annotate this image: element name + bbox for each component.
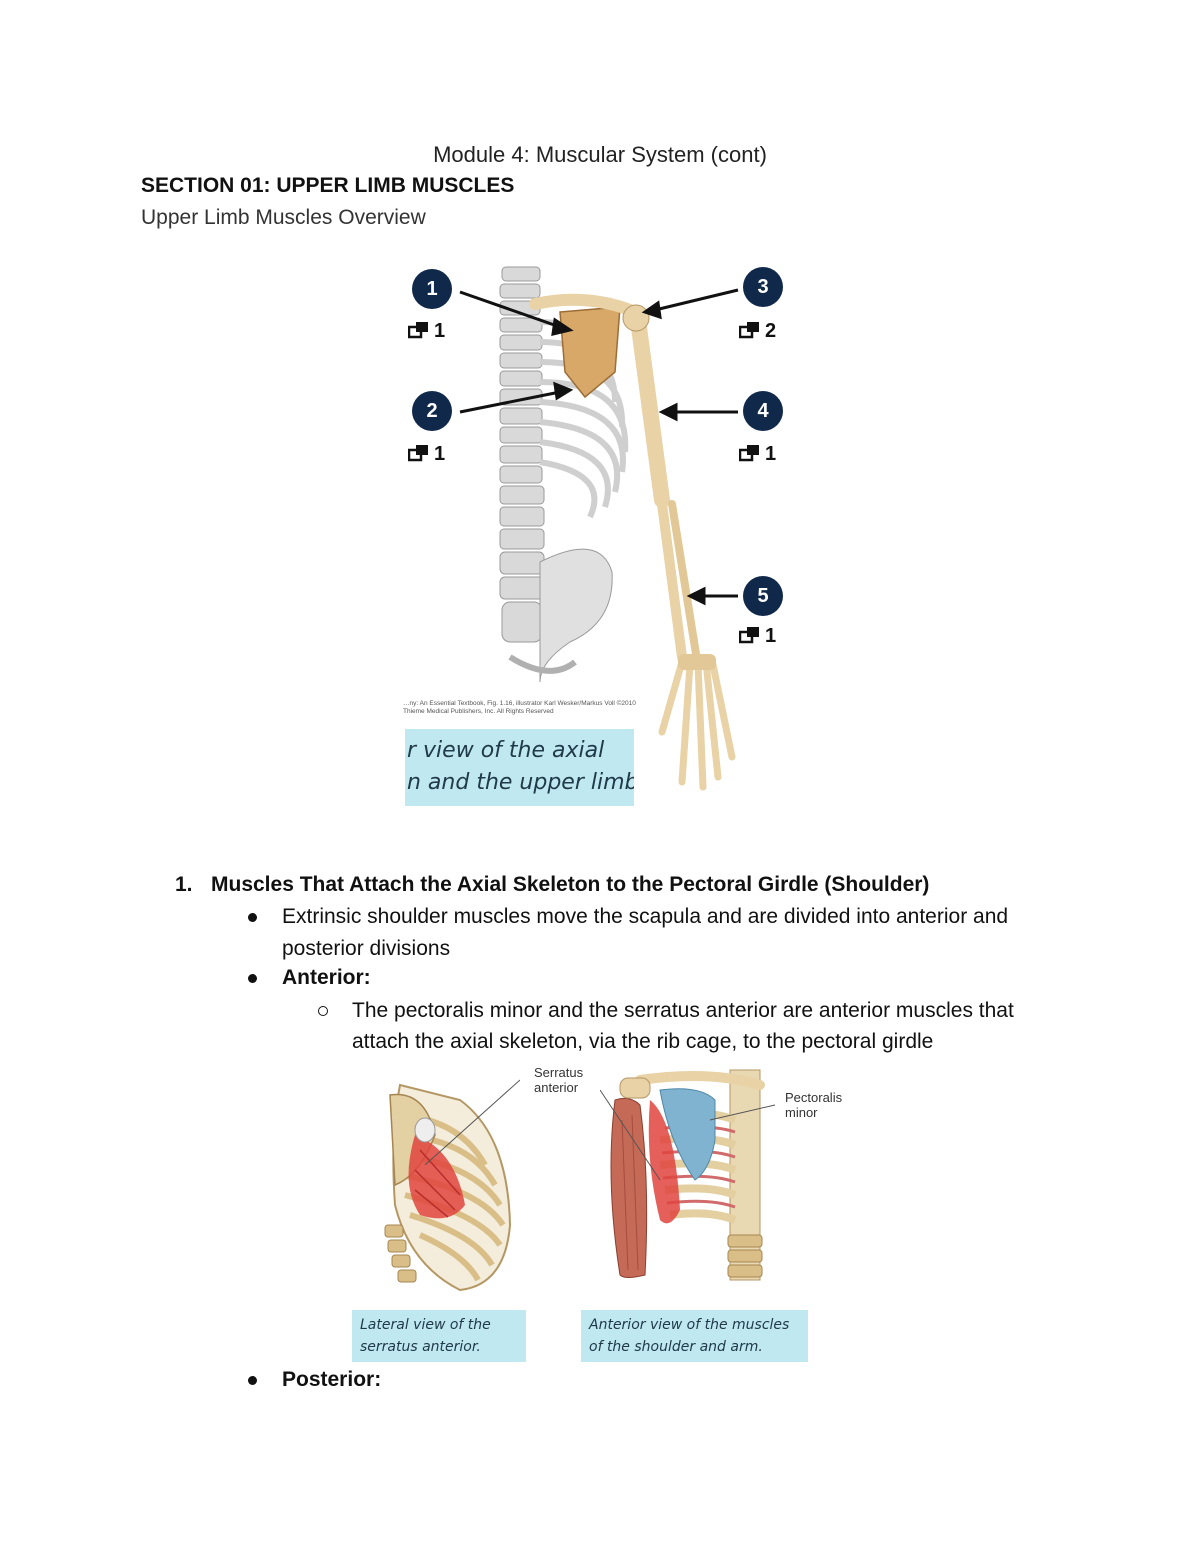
bullet-icon <box>248 974 257 983</box>
bullet-item: Posterior: <box>248 1364 1098 1396</box>
bullet-icon <box>248 1376 257 1385</box>
label-pectoralis-minor: Pectoralis minor <box>785 1090 842 1120</box>
marker-5[interactable]: 5 <box>743 576 783 616</box>
copy-icon <box>408 445 428 462</box>
reference-count: 1 <box>434 320 446 342</box>
label-line: minor <box>785 1105 818 1120</box>
caption-line: of the shoulder and arm. <box>589 1339 763 1355</box>
marker-3[interactable]: 3 <box>743 267 783 307</box>
anterior-shoulder-illustration <box>600 1069 776 1281</box>
marker-2[interactable]: 2 <box>412 391 452 431</box>
section-subtitle: Upper Limb Muscles Overview <box>141 206 426 229</box>
label-line: anterior <box>534 1080 579 1095</box>
figure-caption: r view of the axial n and the upper limb… <box>405 729 634 806</box>
bullet-text: Anterior: <box>282 966 371 989</box>
list-number: 1. <box>175 873 193 896</box>
label-serratus-anterior: Serratus anterior <box>534 1065 583 1095</box>
section-heading: SECTION 01: UPPER LIMB MUSCLES <box>141 174 515 197</box>
bullet-text: Extrinsic shoulder muscles move the scap… <box>282 905 1009 960</box>
list-heading: 1. Muscles That Attach the Axial Skeleton… <box>175 873 929 897</box>
marker-1[interactable]: 1 <box>412 269 452 309</box>
caption-line: serratus anterior. <box>360 1339 481 1355</box>
sub-bullet-icon <box>318 1006 328 1016</box>
caption-line: Lateral view of the <box>360 1317 491 1333</box>
sub-bullet-item: The pectoralis minor and the serratus an… <box>318 995 1098 1057</box>
reference-count: 2 <box>765 320 777 342</box>
figure-caption-lateral: Lateral view of the serratus anterior. <box>352 1310 526 1362</box>
copy-icon <box>739 627 759 644</box>
reference-count: 1 <box>765 625 777 647</box>
figure-credit: …ny: An Essential Textbook, Fig. 1.16, i… <box>403 700 636 715</box>
bullet-item: Anterior: <box>248 962 1098 994</box>
lateral-ribcage-illustration <box>384 1079 520 1292</box>
label-line: Serratus <box>534 1065 584 1080</box>
copy-icon <box>739 322 759 339</box>
skeleton-illustration <box>459 266 739 791</box>
bullet-item: Extrinsic shoulder muscles move the scap… <box>248 901 1098 965</box>
reference-link-2[interactable]: 1 <box>408 443 445 466</box>
reference-link-1[interactable]: 1 <box>408 320 445 343</box>
list-heading-text: Muscles That Attach the Axial Skeleton t… <box>211 873 930 896</box>
caption-line: n and the upper limb. <box>407 770 634 795</box>
figure-caption-anterior: Anterior view of the muscles of the shou… <box>581 1310 808 1362</box>
copy-icon <box>739 445 759 462</box>
sub-bullet-text: The pectoralis minor and the serratus an… <box>352 999 1014 1053</box>
label-line: Pectoralis <box>785 1090 843 1105</box>
reference-link-4[interactable]: 1 <box>739 443 776 466</box>
caption-line: r view of the axial <box>407 738 605 763</box>
marker-4[interactable]: 4 <box>743 391 783 431</box>
reference-link-3[interactable]: 2 <box>739 320 776 343</box>
reference-count: 1 <box>434 443 446 465</box>
caption-line: Anterior view of the muscles <box>589 1317 790 1333</box>
bullet-text: Posterior: <box>282 1368 382 1391</box>
copy-icon <box>408 322 428 339</box>
reference-link-5[interactable]: 1 <box>739 625 776 648</box>
reference-count: 1 <box>765 443 777 465</box>
bullet-icon <box>248 913 257 922</box>
document-title: Module 4: Muscular System (cont) <box>433 142 767 167</box>
